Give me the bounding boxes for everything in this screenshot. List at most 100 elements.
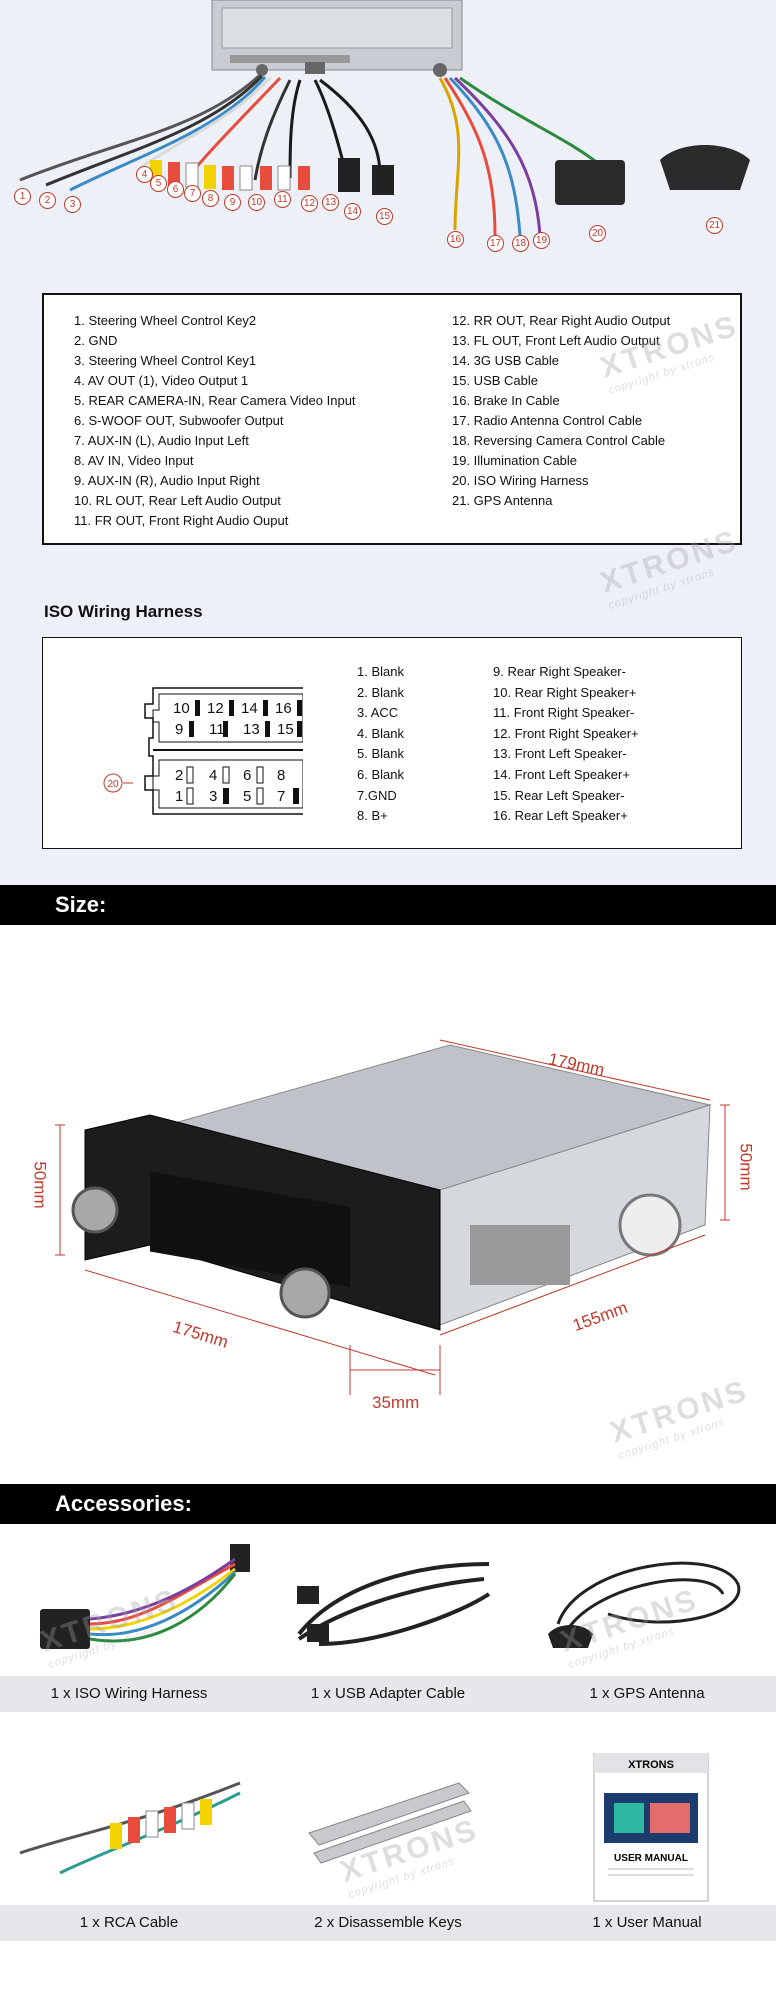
callout-21: 21 (706, 217, 723, 234)
legend-item: 18. Reversing Camera Control Cable (452, 433, 666, 448)
legend-column-right: 12. RR OUT, Rear Right Audio Output 13. … (452, 311, 670, 511)
iso-pin-list-b: 9. Rear Right Speaker- 10. Rear Right Sp… (493, 662, 639, 827)
legend-item: 17. Radio Antenna Control Cable (452, 413, 643, 428)
iso-pin-item: 7.GND (357, 787, 397, 803)
iso-pin-item: 2. Blank (357, 684, 404, 700)
iso-pin-item: 5. Blank (357, 746, 404, 762)
legend-item: 10. RL OUT, Rear Left Audio Output (74, 493, 281, 508)
legend-item: 15. USB Cable (452, 373, 538, 388)
callout-12: 12 (301, 195, 318, 212)
callout-16: 16 (447, 231, 464, 248)
pin-label: 15 (277, 721, 294, 738)
pin-label: 10 (173, 700, 190, 717)
iso-pin-item: 6. Blank (357, 766, 404, 782)
callout-9: 9 (224, 194, 241, 211)
iso-pin-item: 14. Front Left Speaker+ (493, 766, 630, 782)
pin-label: 7 (277, 788, 285, 805)
legend-item: 1. Steering Wheel Control Key2 (74, 313, 257, 328)
manual-brand: XTRONS (628, 1759, 674, 1771)
rca-cable-image (19, 1781, 241, 1875)
pin-label: 13 (243, 721, 260, 738)
pin-label: 12 (207, 700, 224, 717)
legend-item: 19. Illumination Cable (452, 453, 578, 468)
accessory-label: 1 x User Manual (518, 1905, 776, 1941)
pin-label: 11 (209, 721, 225, 738)
iso-pin-item: 11. Front Right Speaker- (493, 705, 635, 721)
accessory-label: 2 x Disassemble Keys (259, 1905, 517, 1941)
legend-item: 9. AUX-IN (R), Audio Input Right (74, 473, 260, 488)
dim-left-height: 50mm (30, 1161, 50, 1209)
accessories-heading: Accessories: (0, 1484, 776, 1524)
iso-harness-box: 20 10 12 14 16 9 11 13 15 2 4 6 8 1 3 5 … (42, 637, 742, 849)
iso-pin-item: 12. Front Right Speaker+ (493, 725, 639, 741)
wiring-photo: 1 2 3 4 5 6 7 8 9 10 11 12 13 14 15 16 1… (0, 0, 776, 270)
accessory-iso-harness: 1 x ISO Wiring Harness (0, 1524, 258, 1714)
pin-label: 2 (175, 767, 183, 784)
legend-item: 11. FR OUT, Front Right Audio Ouput (74, 513, 289, 528)
callout-5: 5 (150, 175, 167, 192)
iso-pin-item: 10. Rear Right Speaker+ (493, 684, 637, 700)
callout-15: 15 (376, 208, 393, 225)
pin-label: 9 (175, 721, 183, 738)
legend-item: 14. 3G USB Cable (452, 353, 559, 368)
legend-item: 13. FL OUT, Front Left Audio Output (452, 333, 660, 348)
callout-1: 1 (14, 188, 31, 205)
legend-item: 12. RR OUT, Rear Right Audio Output (452, 313, 671, 328)
accessory-rca-cable: 1 x RCA Cable (0, 1753, 258, 1943)
wiring-illustration (0, 0, 776, 270)
callout-2: 2 (39, 192, 56, 209)
iso-pin-item: 3. ACC (357, 705, 399, 721)
legend-column-left: 1. Steering Wheel Control Key2 2. GND 3.… (74, 311, 356, 531)
callout-14: 14 (344, 203, 361, 220)
iso-pin-item: 1. Blank (357, 664, 404, 679)
iso-section-title: ISO Wiring Harness (44, 602, 203, 621)
callout-20: 20 (589, 225, 606, 242)
accessory-user-manual: XTRONS USER MANUAL 1 x User Manual (518, 1753, 776, 1943)
iso-pin-item: 8. B+ (357, 808, 388, 824)
callout-19: 19 (533, 232, 550, 249)
head-unit-dimension-drawing (55, 1039, 730, 1395)
accessory-gps-antenna: 1 x GPS Antenna (518, 1524, 776, 1714)
callout-11: 11 (274, 191, 291, 208)
legend-item: 16. Brake In Cable (452, 393, 560, 408)
legend-item: 20. ISO Wiring Harness (452, 473, 589, 488)
pin-label: 1 (175, 788, 183, 805)
manual-title: USER MANUAL (614, 1853, 688, 1864)
accessory-label: 1 x ISO Wiring Harness (0, 1676, 258, 1712)
usb-cable-image (297, 1562, 491, 1646)
iso-connector-diagram: 20 10 12 14 16 9 11 13 15 2 4 6 8 1 3 5 … (103, 687, 303, 815)
iso-pin-item: 9. Rear Right Speaker- (493, 664, 626, 679)
callout-8: 8 (202, 190, 219, 207)
iso-callout: 20 (107, 779, 119, 790)
callout-7: 7 (184, 185, 201, 202)
callout-13: 13 (322, 194, 339, 211)
user-manual-image: XTRONS USER MANUAL (593, 1753, 709, 1902)
legend-item: 6. S-WOOF OUT, Subwoofer Output (74, 413, 284, 428)
wiring-legend: 1. Steering Wheel Control Key2 2. GND 3.… (42, 293, 742, 545)
iso-pin-item: 16. Rear Left Speaker+ (493, 808, 628, 824)
iso-harness-image (40, 1544, 250, 1649)
gps-antenna-image (548, 1561, 741, 1648)
pin-label: 4 (209, 767, 217, 784)
iso-pin-item: 13. Front Left Speaker- (493, 746, 627, 762)
legend-item: 2. GND (74, 333, 118, 348)
iso-pin-list-a: 1. Blank 2. Blank 3. ACC 4. Blank 5. Bla… (357, 662, 404, 827)
pin-label: 16 (275, 700, 292, 717)
iso-pin-item: 15. Rear Left Speaker- (493, 787, 625, 803)
legend-item: 5. REAR CAMERA-IN, Rear Camera Video Inp… (74, 393, 356, 408)
dim-faceplate: 35mm (372, 1393, 420, 1412)
legend-item: 4. AV OUT (1), Video Output 1 (74, 373, 249, 388)
accessory-disassemble-keys: 2 x Disassemble Keys (259, 1753, 517, 1943)
accessories-section: 1 x ISO Wiring Harness 1 x USB Adapter C… (0, 1524, 776, 2016)
callout-10: 10 (248, 194, 265, 211)
accessory-label: 1 x RCA Cable (0, 1905, 258, 1941)
pin-label: 5 (243, 788, 251, 805)
callout-18: 18 (512, 235, 529, 252)
size-heading: Size: (0, 885, 776, 925)
iso-pin-item: 4. Blank (357, 725, 404, 741)
legend-item: 21. GPS Antenna (452, 493, 553, 508)
accessory-label: 1 x USB Adapter Cable (259, 1676, 517, 1712)
pin-label: 3 (209, 788, 217, 805)
accessory-label: 1 x GPS Antenna (518, 1676, 776, 1712)
